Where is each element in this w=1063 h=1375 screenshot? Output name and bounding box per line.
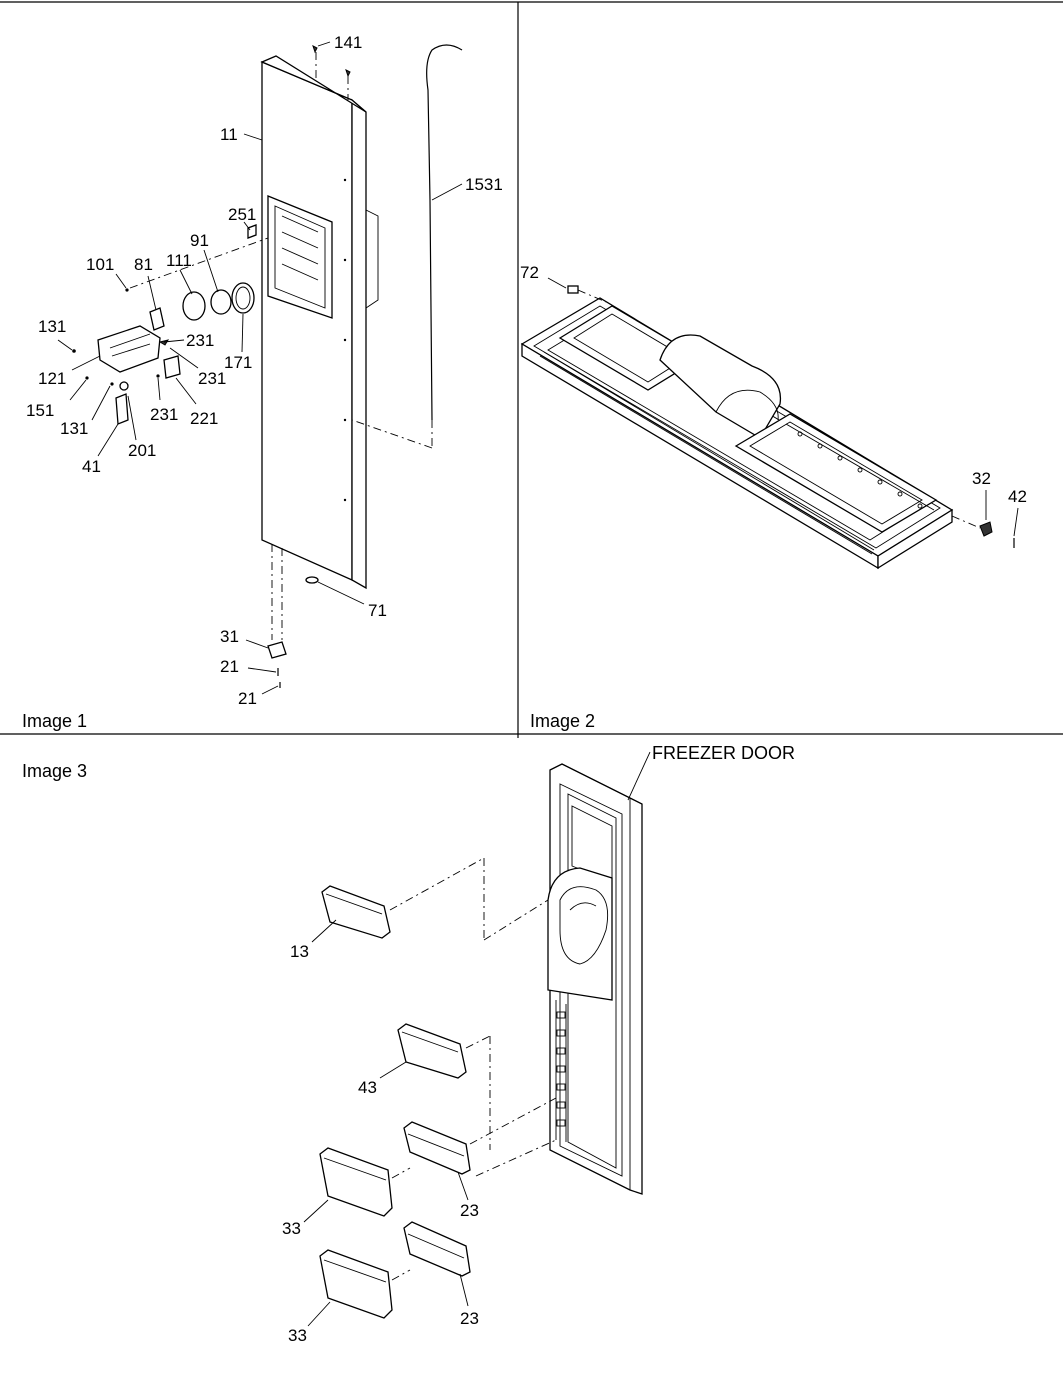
callout-1531: 1531 <box>465 175 503 194</box>
callout-31: 31 <box>220 627 239 646</box>
callout-231-c: 231 <box>150 405 178 424</box>
callout-131-upper: 131 <box>38 317 66 336</box>
panel-caption-image2: Image 2 <box>530 711 595 731</box>
plug-72 <box>547 277 607 303</box>
callout-21-upper: 21 <box>220 657 239 676</box>
freezer-door-label: FREEZER DOOR <box>652 743 795 763</box>
callout-33-lower: 33 <box>288 1326 307 1345</box>
freezer-door <box>547 763 643 1195</box>
callout-33-upper: 33 <box>282 1219 301 1238</box>
leader-freezer-door <box>627 751 651 801</box>
hinge-parts <box>267 544 319 688</box>
bin-43 <box>397 1023 491 1150</box>
panel-borders <box>0 1 1063 738</box>
callouts-image1: 141 11 1531 251 91 111 81 101 131 231 12… <box>26 33 503 708</box>
dispenser-parts-cluster <box>72 224 269 425</box>
callout-21-lower: 21 <box>238 689 257 708</box>
callout-131-lower: 131 <box>60 419 88 438</box>
callout-171: 171 <box>224 353 252 372</box>
callout-23-upper: 23 <box>460 1201 479 1220</box>
callout-151: 151 <box>26 401 54 420</box>
callouts-image3: 13 43 23 33 23 33 <box>282 942 479 1345</box>
callout-23-lower: 23 <box>460 1309 479 1328</box>
callout-13: 13 <box>290 942 309 961</box>
callout-42: 42 <box>1008 487 1027 506</box>
callout-141: 141 <box>334 33 362 52</box>
bin-13 <box>321 857 549 941</box>
callout-11: 11 <box>220 125 238 144</box>
bin-33-lower <box>319 1249 411 1319</box>
callout-72: 72 <box>520 263 539 282</box>
callout-121: 121 <box>38 369 66 388</box>
callout-71: 71 <box>368 601 387 620</box>
callout-231-b: 231 <box>198 369 226 388</box>
callout-101: 101 <box>86 255 114 274</box>
callouts-image2: 72 32 42 <box>520 263 1027 506</box>
bin-23-lower <box>403 1221 471 1277</box>
panel-caption-image1: Image 1 <box>22 711 87 731</box>
callout-231-a: 231 <box>186 331 214 350</box>
callout-32: 32 <box>972 469 991 488</box>
callout-43: 43 <box>358 1078 377 1097</box>
callout-91: 91 <box>190 231 209 250</box>
leaders-image1 <box>57 41 463 695</box>
door-panel-11 <box>260 55 379 590</box>
callout-251: 251 <box>228 205 256 224</box>
door-flat-view <box>520 297 954 570</box>
water-tube-1531 <box>426 44 463 421</box>
callout-41: 41 <box>82 457 101 476</box>
callout-201: 201 <box>128 441 156 460</box>
callout-221: 221 <box>190 409 218 428</box>
leaders-image3 <box>303 919 469 1327</box>
bin-33-upper <box>319 1147 411 1217</box>
panel-caption-image3: Image 3 <box>22 761 87 781</box>
callout-81: 81 <box>134 255 153 274</box>
parts-32-42 <box>951 490 1019 548</box>
callout-111: 111 <box>166 251 192 270</box>
screws-141 <box>312 45 351 100</box>
bin-23-upper <box>403 1097 557 1177</box>
